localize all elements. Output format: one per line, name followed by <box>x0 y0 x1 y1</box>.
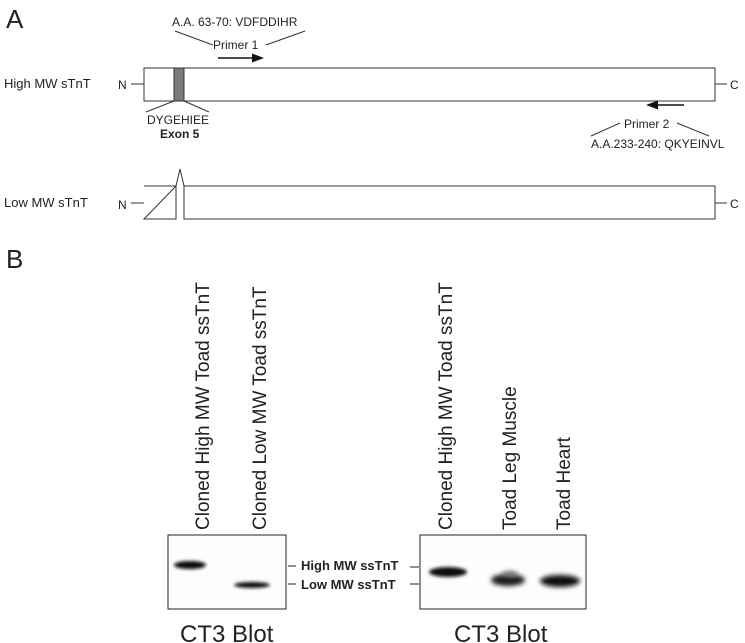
primer1-right-leader <box>265 30 306 46</box>
right-blot-caption: CT3 Blot <box>454 621 548 643</box>
left-blot-lane-1-label: Cloned High MW Toad ssTnT <box>193 282 214 530</box>
low-n-terminus: N <box>118 198 127 212</box>
primer2-right-leader <box>676 122 710 137</box>
exon5-name: Exon 5 <box>160 127 200 141</box>
right-blot-lane-3-label: Toad Heart <box>554 436 575 530</box>
primer2-arrow <box>646 100 684 110</box>
exon5-segment <box>173 67 185 102</box>
right-blot-membrane <box>419 534 587 610</box>
primer1-aa-label: A.A. 63-70: VDFDDIHR <box>172 15 298 29</box>
right-blot-leg-muscle-band <box>491 574 525 586</box>
low-band-label: Low MW ssTnT <box>301 577 396 592</box>
right-blot-lane-2-label: Toad Leg Muscle <box>500 386 521 530</box>
left-blot-lane-2-label: Cloned Low MW Toad ssTnT <box>250 286 271 530</box>
left-blot-low-mw-band <box>234 582 270 588</box>
primer2-name: Primer 2 <box>624 117 670 131</box>
high-band-label: High MW ssTnT <box>301 558 399 573</box>
primer2-left-leader <box>590 122 621 137</box>
low-c-terminus: C <box>730 197 739 211</box>
right-blot-lane-1-label: Cloned High MW Toad ssTnT <box>436 282 457 530</box>
right-blot-heart-band <box>540 575 580 587</box>
high-n-terminus: N <box>118 78 127 92</box>
primer1-arrow <box>218 53 264 63</box>
right-blot-high-mw-band <box>429 567 467 577</box>
exon5-right-leader <box>183 100 210 113</box>
left-blot-caption: CT3 Blot <box>180 621 274 643</box>
high-mw-protein-bar <box>143 67 716 102</box>
right-blot-leg-muscle-upper-smear <box>502 571 518 577</box>
low-mw-row-label: Low MW sTnT <box>4 195 88 210</box>
panel-a-label: A <box>6 4 24 34</box>
low-mw-protein-bar <box>142 168 716 220</box>
primer1-left-leader <box>174 30 214 46</box>
exon5-left-leader <box>145 100 175 113</box>
left-blot-membrane <box>167 534 287 610</box>
left-blot-high-mw-band <box>174 561 206 569</box>
panel-b-label: B <box>6 244 23 274</box>
primer2-aa-label: A.A.233-240: QKYEINVL <box>591 137 725 151</box>
exon5-sequence: DYGEHIEE <box>147 113 209 127</box>
high-mw-row-label: High MW sTnT <box>4 76 91 91</box>
high-c-terminus: C <box>730 78 739 92</box>
primer1-name: Primer 1 <box>213 38 259 52</box>
